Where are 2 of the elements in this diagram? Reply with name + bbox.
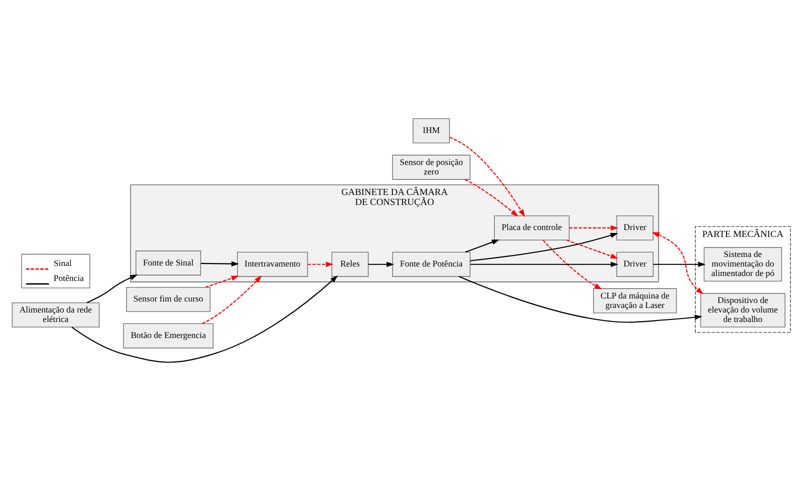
legend-label: Sinal — [54, 258, 72, 268]
legend-label: Potência — [54, 272, 84, 283]
